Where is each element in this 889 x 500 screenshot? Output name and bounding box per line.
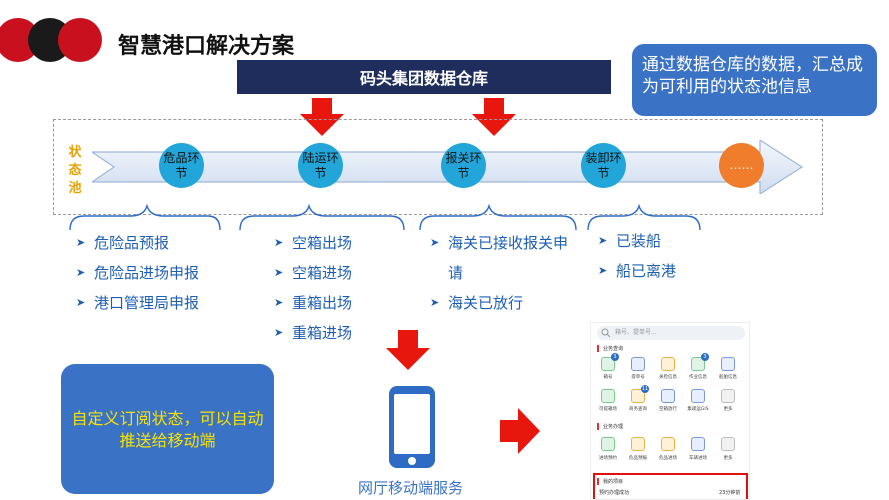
icon-label: 危品预报 xyxy=(629,456,647,461)
subscribe-text: 自定义订阅状态，可以自动推送给移动端 xyxy=(71,409,264,450)
node-customs: 报关环节 xyxy=(441,143,486,188)
list-land: ➤空箱出场 ➤空箱进场 ➤重箱出场 ➤重箱进场 xyxy=(274,228,394,348)
list-danger: ➤危险品预报 ➤危险品进场申报 ➤港口管理局申报 xyxy=(76,228,246,318)
callout-box: 通过数据仓库的数据，汇总成为可利用的状态池信息 xyxy=(632,44,877,116)
mobile-caption: 网厅移动端服务 xyxy=(358,479,464,497)
list-item: ➤重箱进场 xyxy=(274,324,353,342)
truck-icon[interactable] xyxy=(691,437,705,451)
anchor-icon[interactable] xyxy=(661,357,675,371)
icon-label: 提单号 xyxy=(631,375,645,380)
state-pool-label: 状态池 xyxy=(68,145,82,196)
page-title: 智慧港口解决方案 xyxy=(118,34,295,59)
list-item: ➤重箱出场 xyxy=(274,294,353,312)
state-pool-frame xyxy=(53,119,823,215)
gis-icon[interactable] xyxy=(691,389,705,403)
ship-icon[interactable] xyxy=(721,357,735,371)
icon-label: 箱号 xyxy=(603,375,613,380)
mobile-app-mock: 箱号、提单号... 业务查询 3 3 箱号 提单号 关检信息 作业信息 船舶信息… xyxy=(590,322,750,500)
badge: 3 xyxy=(611,353,619,361)
arrow-right-icon xyxy=(500,408,540,454)
icon-label: 船舶信息 xyxy=(719,375,737,380)
list-item: ➤海关已接收报关申请 xyxy=(430,234,569,282)
phone-icon xyxy=(389,386,435,468)
plus-icon[interactable] xyxy=(721,437,735,451)
icon-label: 商务查询 xyxy=(629,407,647,412)
section-title: 业务办理 xyxy=(597,423,623,430)
danger-report-icon[interactable] xyxy=(631,437,645,451)
commerce-icon[interactable] xyxy=(631,389,645,403)
icon-label: 车辆进场 xyxy=(689,456,707,461)
badge: 11 xyxy=(641,385,649,393)
icon-label: 作业信息 xyxy=(689,375,707,380)
box-icon[interactable] xyxy=(601,357,615,371)
yard-icon[interactable] xyxy=(601,389,615,403)
node-danger: 危品环节 xyxy=(159,143,204,188)
search-icon xyxy=(601,328,611,338)
node-loading: 装卸环节 xyxy=(581,143,626,188)
list-loading: ➤已装船 ➤船已离港 xyxy=(598,226,718,286)
data-warehouse-banner: 码头集团数据仓库 xyxy=(237,60,611,94)
badge: 3 xyxy=(701,353,709,361)
list-item: ➤空箱进场 xyxy=(274,264,353,282)
list-item: ➤已装船 xyxy=(598,232,662,250)
list-item[interactable]: 预约办理成功 xyxy=(599,490,630,496)
arrow-down-icon xyxy=(386,330,430,370)
brace-group xyxy=(69,204,701,231)
node-land: 陆运环节 xyxy=(298,143,343,188)
list-item: ➤危险品进场申报 xyxy=(76,264,200,282)
list-item: ➤船已离港 xyxy=(598,262,677,280)
section-title: 业务查询 xyxy=(597,345,623,352)
plus-icon[interactable] xyxy=(721,389,735,403)
section-title: 我的项目 xyxy=(597,478,623,485)
list-item: ➤海关已放行 xyxy=(430,294,524,312)
arrow-down-icon xyxy=(300,98,344,136)
my-items-highlight xyxy=(593,473,748,499)
timestamp: 23分钟前 xyxy=(719,490,741,496)
icon-label: 集疏运GIS xyxy=(687,407,709,412)
search-input[interactable]: 箱号、提单号... xyxy=(597,326,745,340)
container-icon[interactable] xyxy=(691,357,705,371)
icon-label: 进场预约 xyxy=(599,456,617,461)
bill-icon[interactable] xyxy=(631,357,645,371)
release-icon[interactable] xyxy=(661,389,675,403)
icon-label: 可提箱场 xyxy=(599,407,617,412)
booking-icon[interactable] xyxy=(601,437,615,451)
list-customs: ➤海关已接收报关申请 ➤海关已放行 xyxy=(430,228,572,318)
list-item: ➤空箱出场 xyxy=(274,234,353,252)
arrow-down-icon xyxy=(472,98,516,136)
icon-label: 更多 xyxy=(723,456,733,461)
icon-label: 更多 xyxy=(723,407,733,412)
decorative-circles xyxy=(0,18,102,62)
danger-entry-icon[interactable] xyxy=(661,437,675,451)
subscribe-box xyxy=(61,364,274,494)
icon-label: 空箱放行 xyxy=(659,407,677,412)
node-more: …… xyxy=(719,143,764,188)
icon-label: 关检信息 xyxy=(659,375,677,380)
list-item: ➤危险品预报 xyxy=(76,234,170,252)
list-item: ➤港口管理局申报 xyxy=(76,294,200,312)
icon-label: 危品进场 xyxy=(659,456,677,461)
